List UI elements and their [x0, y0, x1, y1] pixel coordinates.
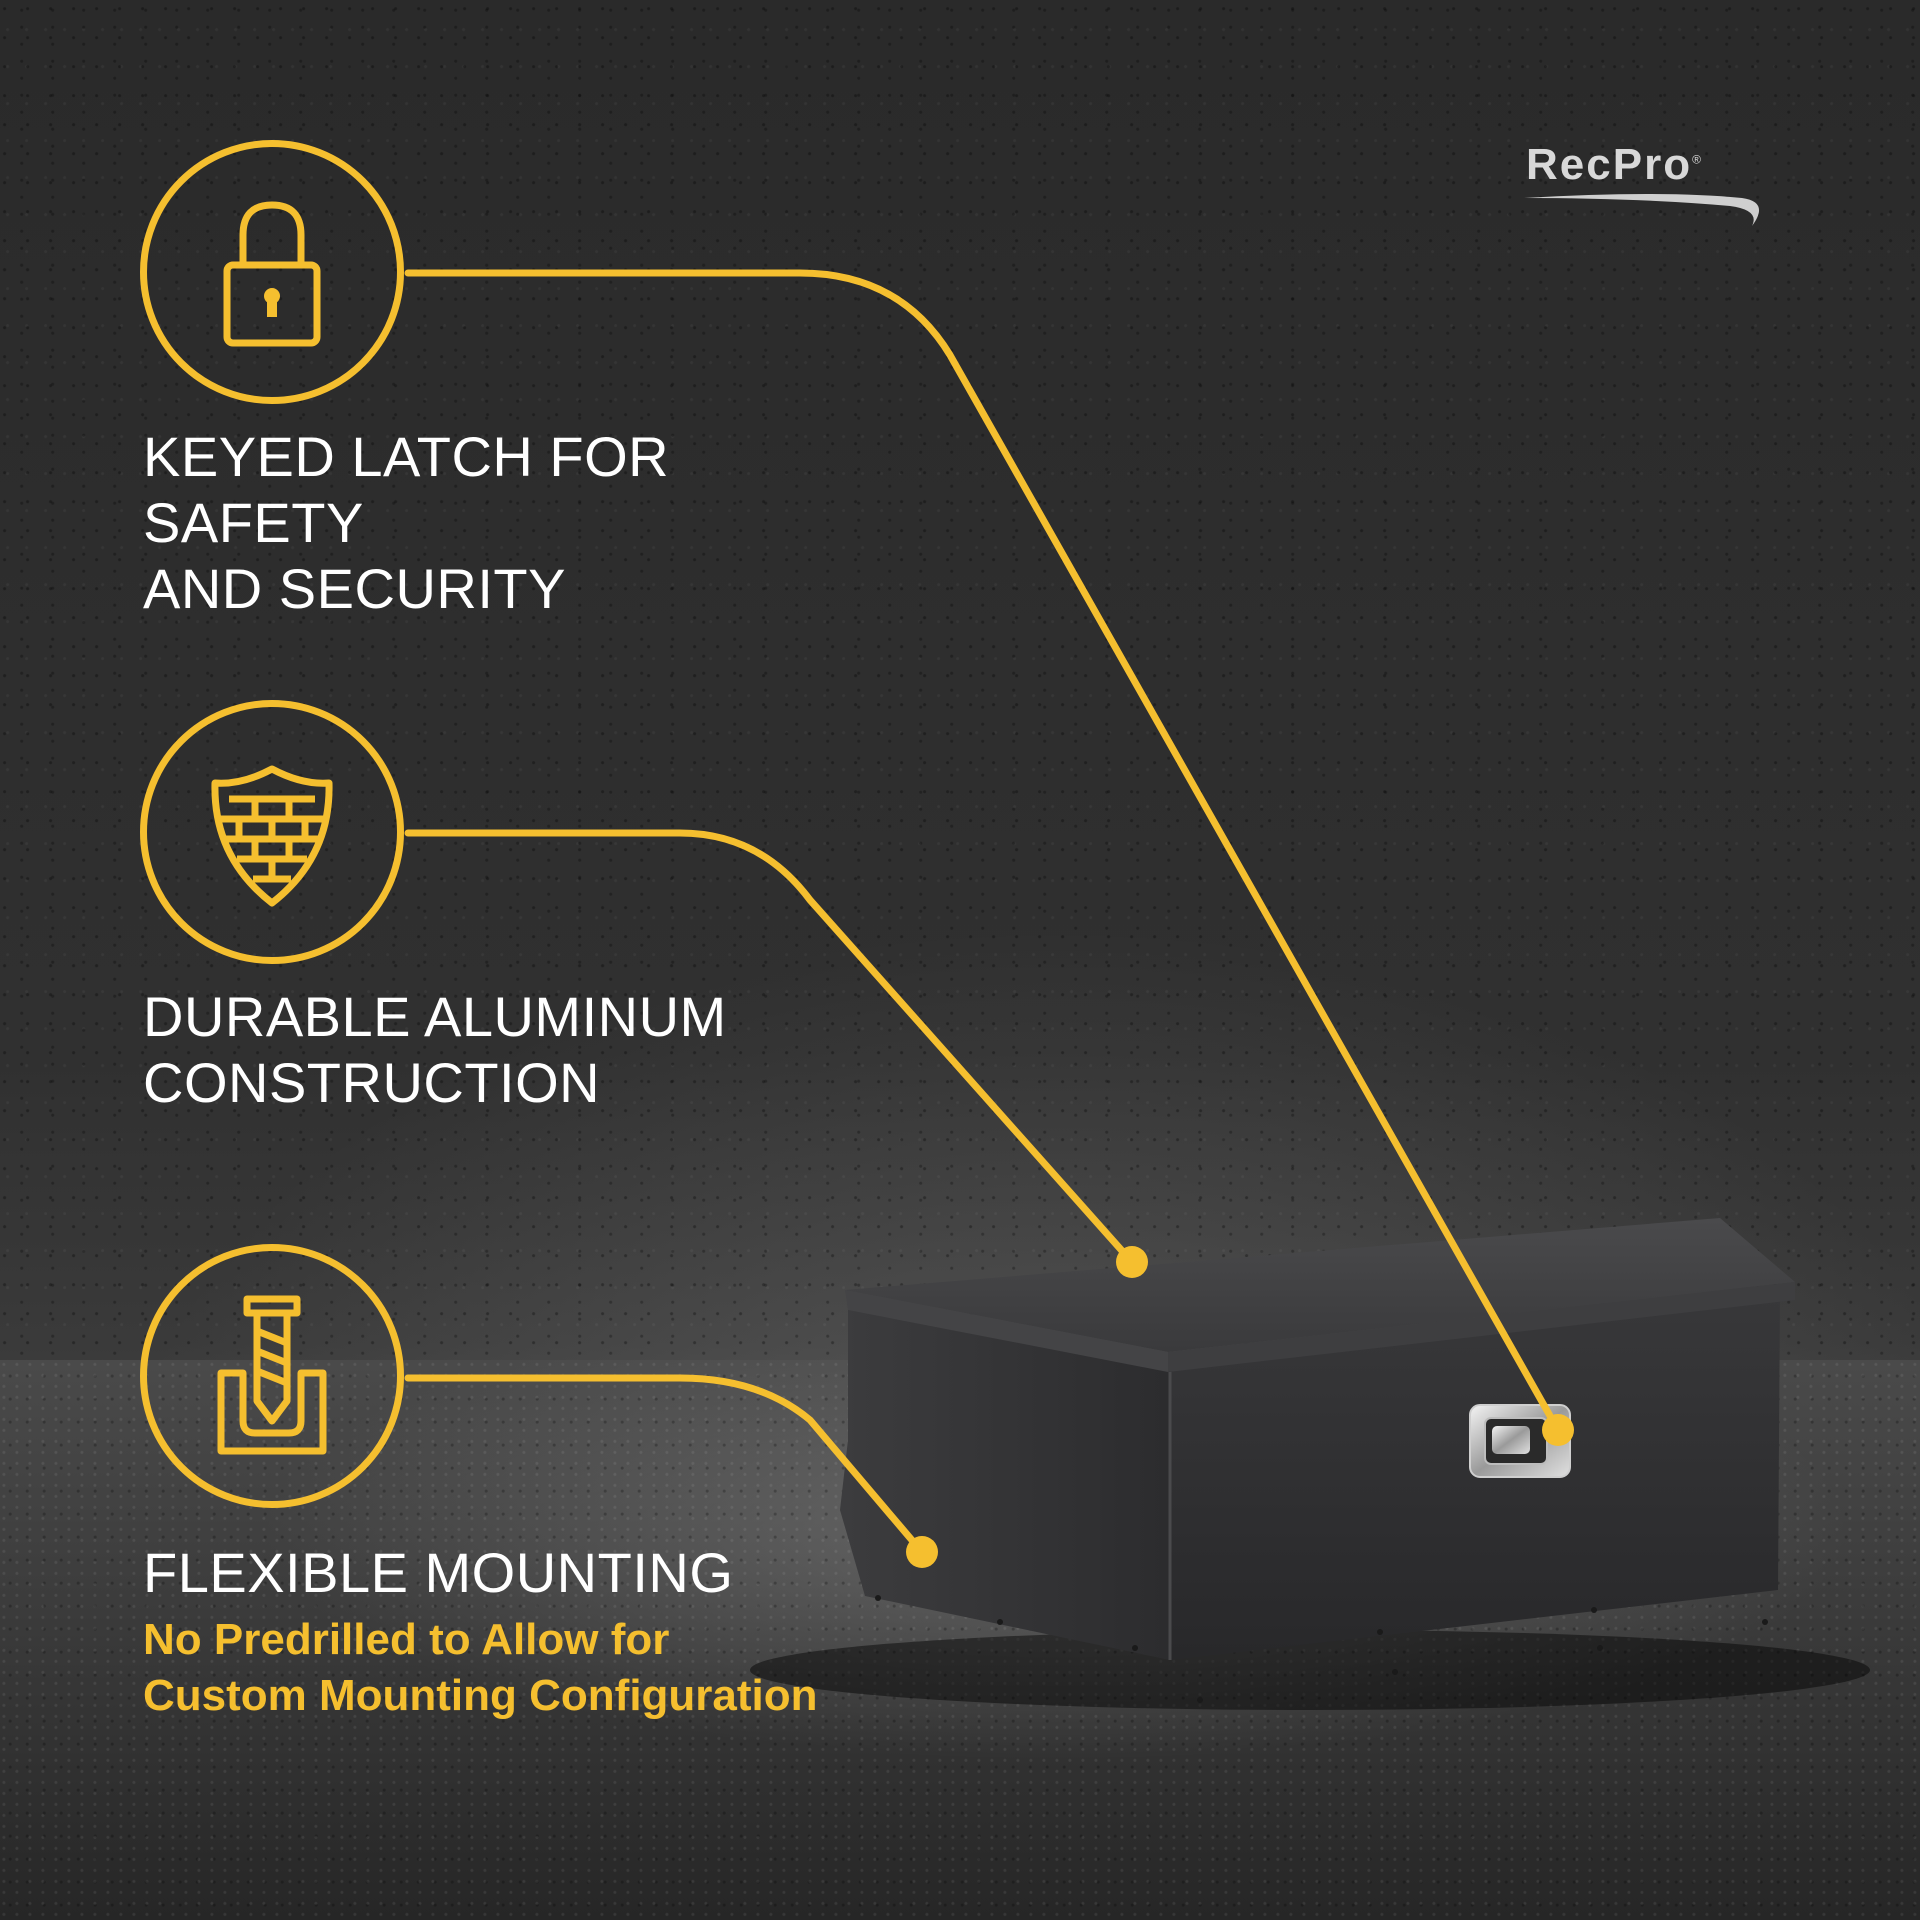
recpro-logo: RecPro®	[1520, 140, 1780, 240]
box-lid-lip	[1168, 1282, 1795, 1372]
box-shadow	[750, 1630, 1870, 1710]
callout-line-mounting	[404, 1374, 926, 1556]
brick-shield-icon	[211, 765, 333, 907]
feature-title-aluminum: DURABLE ALUMINUM CONSTRUCTION	[143, 985, 727, 1114]
callout-line-aluminum	[404, 829, 1136, 1266]
padlock-icon	[223, 201, 321, 347]
box-lid-top	[845, 1218, 1795, 1352]
feature-description-mounting: No Predrilled to Allow for Custom Mounti…	[143, 1615, 818, 1720]
callout-dot-aluminum	[1116, 1246, 1148, 1278]
brick-shield-icon-circle	[140, 700, 404, 964]
box-lid-side-lip	[845, 1290, 1168, 1372]
callout-lines	[404, 269, 1562, 1556]
tongue-box	[840, 1218, 1795, 1703]
screw-mount-icon	[217, 1295, 327, 1455]
screw-mount-icon-circle	[140, 1244, 404, 1508]
padlock-icon-circle	[140, 140, 404, 404]
callout-dots	[906, 1246, 1574, 1568]
box-side-panel	[840, 1296, 1170, 1660]
logo-swoosh-icon	[1524, 194, 1760, 226]
logo-wordmark: RecPro®	[1526, 140, 1703, 189]
callout-line-latch	[404, 269, 1562, 1434]
callout-dot-mounting	[906, 1536, 938, 1568]
callout-dot-latch	[1542, 1414, 1574, 1446]
box-rivets	[875, 1595, 1768, 1703]
feature-title-mounting: FLEXIBLE MOUNTING	[143, 1541, 734, 1604]
feature-title-latch: KEYED LATCH FOR SAFETY AND SECURITY	[143, 425, 670, 620]
